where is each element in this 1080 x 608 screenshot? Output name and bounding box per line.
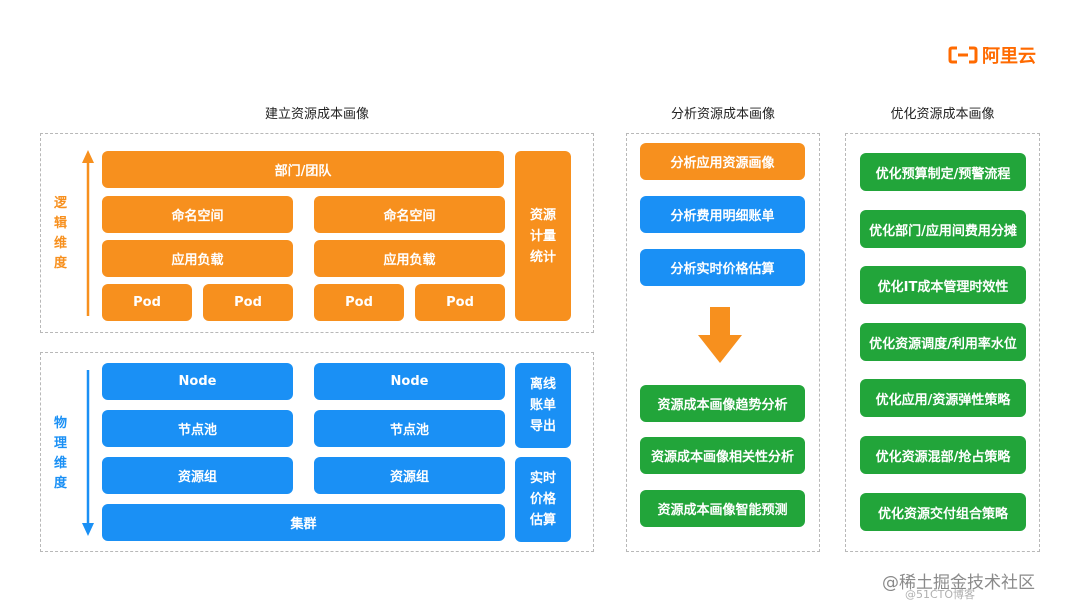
workload-right-box: 应用负载 — [314, 240, 505, 277]
namespace-right-box: 命名空间 — [314, 196, 505, 233]
node-pool-left-box: 节点池 — [102, 410, 293, 447]
optimize-item: 优化资源混部/抢占策略 — [860, 436, 1026, 474]
node-right-box: Node — [314, 363, 505, 400]
intelligent-prediction-box: 资源成本画像智能预测 — [640, 490, 805, 527]
realtime-price-estimate-box: 实时 价格 估算 — [515, 457, 571, 542]
down-arrow-icon — [698, 307, 742, 363]
aliyun-logo: 阿里云 — [948, 42, 1036, 68]
pod-box: Pod — [102, 284, 192, 321]
cluster-box: 集群 — [102, 504, 505, 541]
aliyun-logo-icon — [948, 46, 978, 64]
physical-dimension-panel — [40, 352, 594, 552]
analyze-panel — [626, 133, 820, 552]
pod-box: Pod — [203, 284, 293, 321]
optimize-section-title: 优化资源成本画像 — [890, 107, 995, 122]
department-team-box: 部门/团队 — [102, 151, 504, 188]
optimize-item: 优化预算制定/预警流程 — [860, 153, 1026, 191]
optimize-item: 优化应用/资源弹性策略 — [860, 379, 1026, 417]
resource-metering-box: 资源 计量 统计 — [515, 151, 571, 321]
offline-bill-export-box: 离线 账单 导出 — [515, 363, 571, 448]
pod-box: Pod — [314, 284, 404, 321]
build-section-title: 建立资源成本画像 — [264, 107, 369, 122]
node-pool-right-box: 节点池 — [314, 410, 505, 447]
node-left-box: Node — [102, 363, 293, 400]
pod-box: Pod — [415, 284, 505, 321]
correlation-analysis-box: 资源成本画像相关性分析 — [640, 437, 805, 474]
analyze-section-title: 分析资源成本画像 — [670, 107, 775, 122]
watermark-51cto: @51CTO博客 — [905, 588, 976, 601]
physical-down-arrow-icon — [82, 370, 94, 536]
watermark-juejin: @稀土掘金技术社区 — [882, 573, 1035, 593]
logo-text: 阿里云 — [982, 46, 1036, 67]
analyze-realtime-price-box: 分析实时价格估算 — [640, 249, 805, 286]
optimize-item: 优化部门/应用间费用分摊 — [860, 210, 1026, 248]
logical-up-arrow-icon — [82, 150, 94, 316]
analyze-app-profile-box: 分析应用资源画像 — [640, 143, 805, 180]
physical-axis-label: 物 理 维 度 — [54, 416, 68, 491]
namespace-left-box: 命名空间 — [102, 196, 293, 233]
optimize-item: 优化资源交付组合策略 — [860, 493, 1026, 531]
optimize-item: 优化资源调度/利用率水位 — [860, 323, 1026, 361]
optimize-item: 优化IT成本管理时效性 — [860, 266, 1026, 304]
optimize-panel — [845, 133, 1040, 552]
resource-group-right-box: 资源组 — [314, 457, 505, 494]
workload-left-box: 应用负载 — [102, 240, 293, 277]
analyze-cost-detail-box: 分析费用明细账单 — [640, 196, 805, 233]
resource-group-left-box: 资源组 — [102, 457, 293, 494]
logical-dimension-panel — [40, 133, 594, 333]
logical-axis-label: 逻 辑 维 度 — [54, 196, 68, 271]
trend-analysis-box: 资源成本画像趋势分析 — [640, 385, 805, 422]
